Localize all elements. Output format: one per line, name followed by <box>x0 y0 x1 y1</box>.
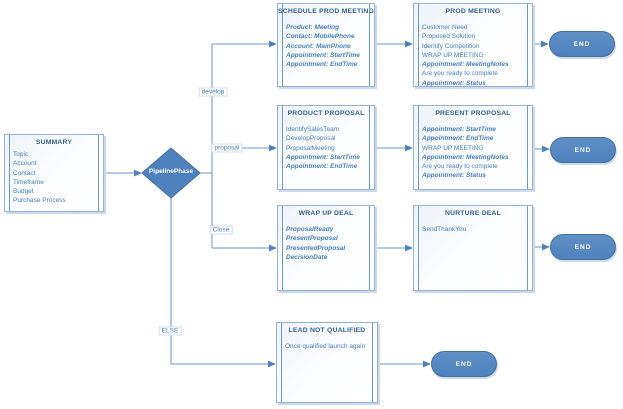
decision-diamond-shape[interactable] <box>141 147 201 199</box>
field-line: Purchase Process <box>13 197 66 205</box>
field-line: WRAP UP MEETING <box>422 144 484 152</box>
field-line: Topic <box>13 151 29 158</box>
decision-pipeline-phase[interactable]: PipelinePhase <box>148 168 194 175</box>
process-title: PRODUCT PROPOSAL <box>287 110 365 117</box>
field-line: ProposalMeeting <box>286 144 335 152</box>
field-line: WRAP UP MEETING <box>422 51 484 59</box>
process-title: NURTURE DEAL <box>444 210 502 217</box>
field-line: Timeframe <box>13 178 44 186</box>
process-title: PRESENT PROPOSAL <box>435 110 511 117</box>
field-line: Appointment: EndTime <box>422 135 494 143</box>
branch-label-develop: develop <box>198 87 228 97</box>
process-box-schedule-prod-meeting[interactable]: SCHEDULE PROD MEETING Product: Meeting C… <box>277 3 375 87</box>
field-line: Appointment: StartTime <box>286 51 360 59</box>
process-box-product-proposal[interactable]: PRODUCT PROPOSAL IdentifySalesTeam Devel… <box>277 105 375 190</box>
process-box-lead-not-qualified[interactable]: LEAD NOT QUALIFIED Once qualified launch… <box>276 322 378 403</box>
branch-label-close: Close <box>209 225 233 235</box>
end-terminator[interactable]: END <box>549 31 615 57</box>
field-line: DevelopProposal <box>286 135 336 143</box>
field-line: IdentifySalesTeam <box>286 126 340 133</box>
field-line: Appointment: StartTime <box>422 126 496 133</box>
field-line: Appointment: Status <box>422 79 486 87</box>
field-line: ProposalReady <box>286 226 334 233</box>
process-body: SendThankYou <box>414 225 532 234</box>
field-line: SendThankYou <box>422 226 467 233</box>
field-line: Appointment: EndTime <box>286 163 358 171</box>
process-box-prod-meeting[interactable]: PROD MEETING Customer Need Proposed Solu… <box>413 3 533 87</box>
field-line: Contact: MobilePhone <box>286 33 355 41</box>
field-line: PresentedProposal <box>286 244 346 252</box>
field-line: Proposed Solution <box>422 33 476 41</box>
process-body: Customer Need Proposed Solution Identify… <box>414 23 532 88</box>
process-body: IdentifySalesTeam DevelopProposal Propos… <box>278 125 374 171</box>
field-line: Are you ready to complete <box>422 163 498 171</box>
branch-label-proposal: proposal <box>211 143 243 153</box>
field-line: Appointment: MeetingNotes <box>422 61 509 69</box>
process-title: SCHEDULE PROD MEETING <box>278 8 374 15</box>
process-body: Topic Account Contact Timeframe Budget P… <box>5 150 103 206</box>
end-terminator[interactable]: END <box>550 234 616 260</box>
field-line: Are you ready to complete <box>422 70 498 78</box>
field-line: Contact <box>13 169 36 177</box>
field-line: Account <box>13 160 37 168</box>
process-title: LEAD NOT QUALIFIED <box>288 327 366 334</box>
field-line: Account: MainPhone <box>286 42 351 50</box>
field-line: Appointment: EndTime <box>286 61 358 69</box>
process-body: Appointment: StartTime Appointment: EndT… <box>414 125 532 181</box>
field-line: Product: Meeting <box>286 24 340 31</box>
process-body: Once qualified launch again <box>277 342 377 351</box>
process-body: Product: Meeting Contact: MobilePhone Ac… <box>278 23 374 69</box>
process-body: ProposalReady PresentProposal PresentedP… <box>278 225 374 262</box>
field-line: Appointment: StartTime <box>286 153 360 161</box>
process-box-present-proposal[interactable]: PRESENT PROPOSAL Appointment: StartTime … <box>413 105 533 190</box>
process-box-wrap-up-deal[interactable]: WRAP UP DEAL ProposalReady PresentPropos… <box>277 205 375 291</box>
arrowhead-icon <box>134 40 550 368</box>
field-line: Identify Competition <box>422 42 480 50</box>
process-title: PROD MEETING <box>445 8 501 15</box>
field-line: Customer Need <box>422 24 468 31</box>
field-line: PresentProposal <box>286 235 338 243</box>
field-line: Appointment: MeetingNotes <box>422 153 509 161</box>
end-terminator[interactable]: END <box>431 351 497 377</box>
process-title: WRAP UP DEAL <box>298 210 354 217</box>
field-line: Once qualified launch again <box>285 343 366 350</box>
field-line: DecisionDate <box>286 253 328 261</box>
field-line: Budget <box>13 188 34 196</box>
end-terminator[interactable]: END <box>550 137 616 163</box>
process-box-summary[interactable]: SUMMARY Topic Account Contact Timeframe … <box>4 134 104 212</box>
process-title: SUMMARY <box>35 139 73 146</box>
branch-label-else: ELSE <box>158 326 182 336</box>
field-line: Appointment: Status <box>422 172 486 180</box>
process-box-nurture-deal[interactable]: NURTURE DEAL SendThankYou <box>413 205 533 291</box>
